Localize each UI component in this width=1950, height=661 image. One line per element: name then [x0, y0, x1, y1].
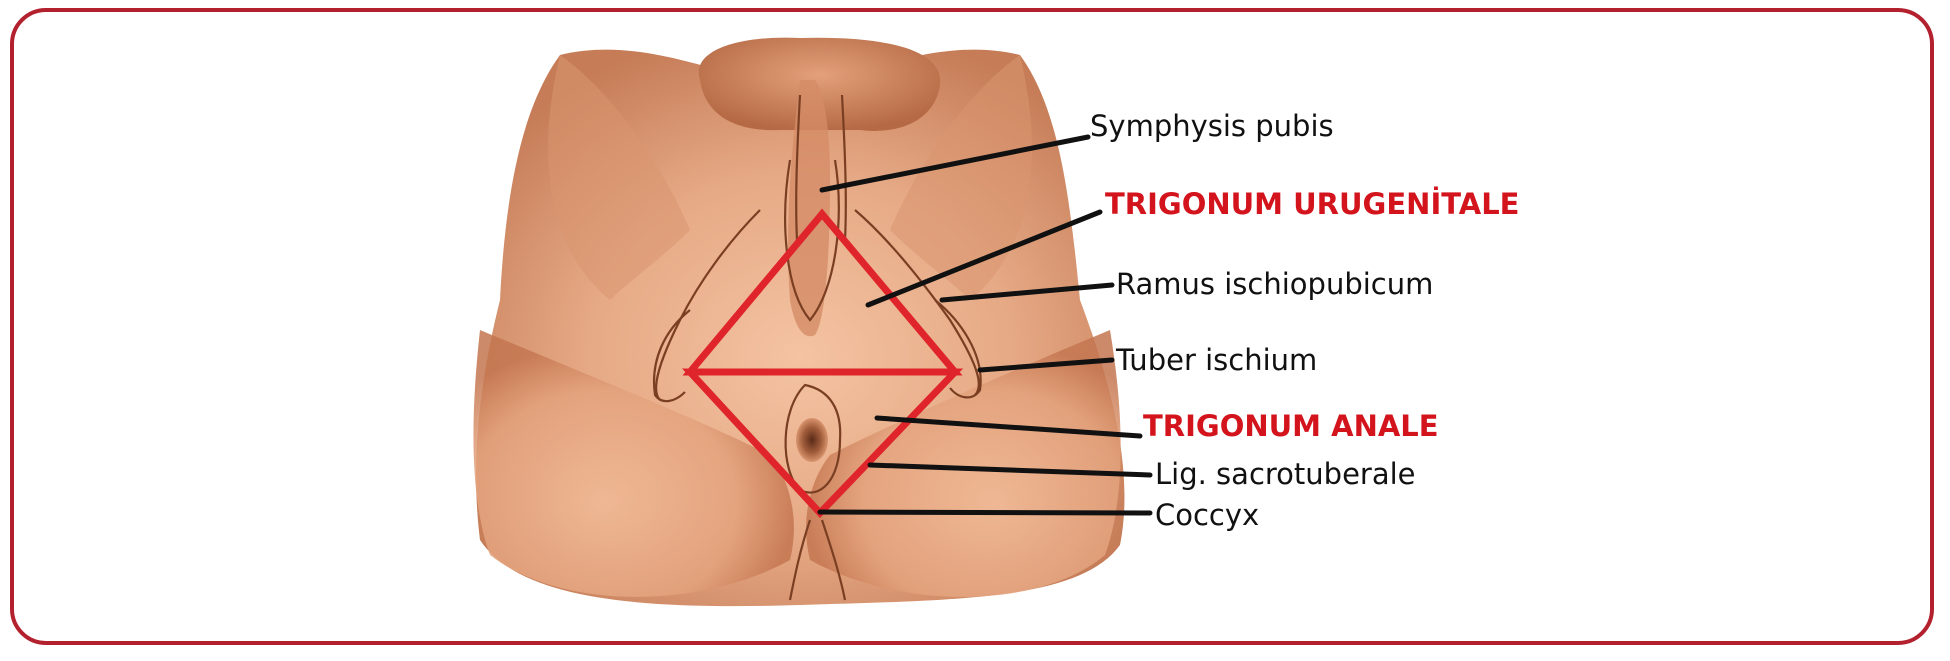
label-trigonum-anale: TRIGONUM ANALE [1143, 409, 1439, 443]
perineum-illustration [473, 38, 1124, 606]
label-trigonum-urogenitale: TRIGONUM URUGENİTALE [1105, 187, 1520, 221]
label-ramus-ischiopubicum: Ramus ischiopubicum [1116, 267, 1433, 301]
anus [796, 418, 828, 462]
label-coccyx: Coccyx [1155, 498, 1259, 532]
labels: Symphysis pubis TRIGONUM URUGENİTALE Ram… [1090, 109, 1520, 532]
label-symphysis-pubis: Symphysis pubis [1090, 109, 1334, 143]
leader-coccyx [820, 512, 1150, 513]
label-lig-sacrotuberale: Lig. sacrotuberale [1155, 457, 1416, 491]
label-tuber-ischium: Tuber ischium [1115, 343, 1317, 377]
